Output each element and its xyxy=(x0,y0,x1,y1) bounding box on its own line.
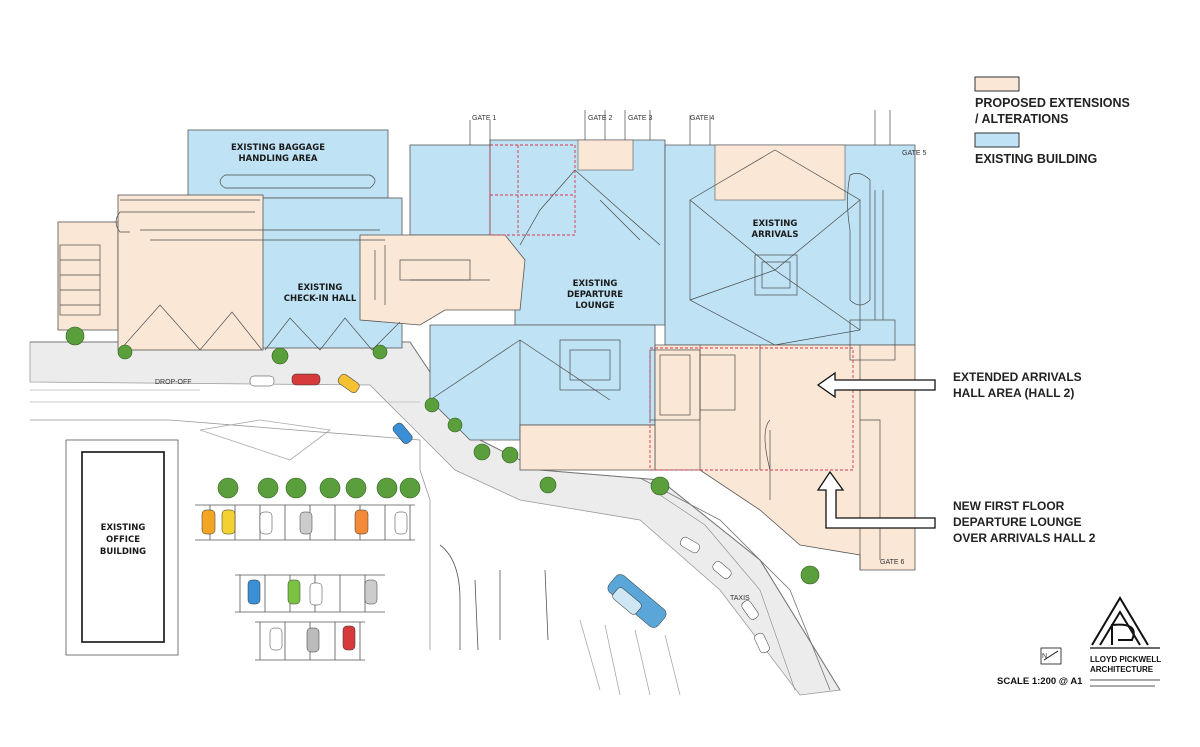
gate-6-label: GATE 6 xyxy=(880,559,904,566)
gate-2-label: GATE 2 xyxy=(588,115,612,122)
firm-logo-icon xyxy=(1090,596,1160,649)
departure-label-line1: EXISTING xyxy=(573,279,618,289)
gate-3-label: GATE 3 xyxy=(628,115,652,122)
baggage-label-line2: HANDLING AREA xyxy=(239,154,318,164)
room-labels: EXISTING BAGGAGE HANDLING AREA EXISTING … xyxy=(100,143,799,557)
arrivals-label-line2: ARRIVALS xyxy=(752,230,799,240)
gate-1-label: GATE 1 xyxy=(472,115,496,122)
firm-name-line2: ARCHITECTURE xyxy=(1090,665,1154,674)
dropoff-label: DROP-OFF xyxy=(155,379,192,386)
gate-5-label: GATE 5 xyxy=(902,150,926,157)
callout-lounge-line2: DEPARTURE LOUNGE xyxy=(953,515,1081,529)
office-label-line1: EXISTING xyxy=(101,523,146,533)
arrow-up-icon xyxy=(816,470,936,529)
new-lounge-outline xyxy=(489,144,854,471)
arrow-left-icon xyxy=(816,371,936,399)
carpark xyxy=(30,389,681,696)
callout-arrivals: EXTENDED ARRIVALS HALL AREA (HALL 2) xyxy=(816,370,1082,400)
trees xyxy=(65,326,820,585)
office-label-line2: OFFICE xyxy=(106,535,140,545)
checkin-label-line2: CHECK-IN HALL xyxy=(284,294,357,304)
office-label-line3: BUILDING xyxy=(100,547,146,557)
callout-lounge: NEW FIRST FLOOR DEPARTURE LOUNGE OVER AR… xyxy=(816,470,1096,545)
interior-linework xyxy=(59,110,896,570)
legend-proposed-line2: / ALTERATIONS xyxy=(975,112,1069,126)
departure-label-line2: DEPARTURE xyxy=(567,290,623,300)
taxis-label: TAXIS xyxy=(730,595,750,602)
firm-name-line1: LLOYD PICKWELL xyxy=(1090,655,1161,664)
baggage-label-line1: EXISTING BAGGAGE xyxy=(231,143,325,153)
gate-labels: GATE 1 GATE 2 GATE 3 GATE 4 GATE 5 GATE … xyxy=(472,115,926,566)
callout-lounge-line1: NEW FIRST FLOOR xyxy=(953,499,1065,513)
legend-swatch-proposed xyxy=(974,76,1020,92)
legend: PROPOSED EXTENSIONS / ALTERATIONS EXISTI… xyxy=(974,76,1130,166)
legend-existing: EXISTING BUILDING xyxy=(975,152,1097,166)
callout-lounge-line3: OVER ARRIVALS HALL 2 xyxy=(953,531,1096,545)
scale-label: SCALE 1:200 @ A1 xyxy=(997,676,1083,687)
checkin-label-line1: EXISTING xyxy=(298,283,343,293)
legend-proposed-line1: PROPOSED EXTENSIONS xyxy=(975,96,1130,110)
title-block: N SCALE 1:200 @ A1 LLOYD PICKWELL ARCHIT… xyxy=(997,596,1161,687)
north-arrow-icon: N xyxy=(1040,647,1062,665)
legend-swatch-existing xyxy=(974,132,1020,148)
parked-cars xyxy=(201,373,770,654)
callout-arrivals-line1: EXTENDED ARRIVALS xyxy=(953,370,1082,384)
callout-arrivals-line2: HALL AREA (HALL 2) xyxy=(953,386,1074,400)
svg-text:N: N xyxy=(1042,653,1047,660)
departure-label-line3: LOUNGE xyxy=(575,301,614,311)
proposed-extensions xyxy=(57,139,916,571)
gate-4-label: GATE 4 xyxy=(690,115,714,122)
arrivals-label-line1: EXISTING xyxy=(753,219,798,229)
